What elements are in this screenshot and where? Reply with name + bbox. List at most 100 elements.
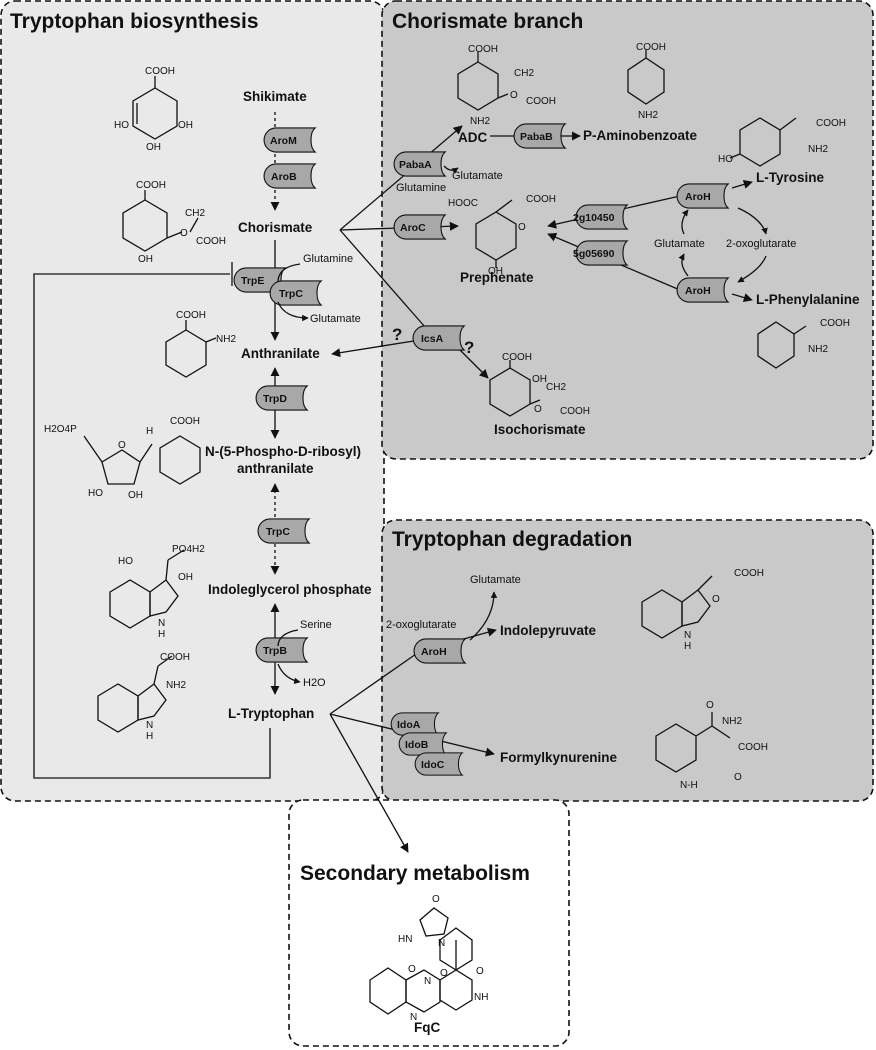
svg-text:COOH: COOH — [170, 416, 200, 427]
aroh-to-phenylalanine — [731, 293, 753, 303]
glutamine-trpe: Glutamine — [303, 253, 353, 265]
degradation-title: Tryptophan degradation — [392, 528, 632, 551]
cycle-curve-2 — [681, 209, 689, 235]
svg-text:COOH: COOH — [145, 66, 175, 77]
trpc-enzyme: TrpC — [269, 280, 322, 306]
svg-text:N-H: N-H — [680, 780, 698, 791]
trpd-label: TrpD — [263, 393, 287, 405]
svg-text:COOH: COOH — [816, 118, 846, 129]
trpc-label: TrpC — [279, 288, 303, 300]
chorismate-to-icsa — [339, 229, 433, 336]
question-mark-1: ? — [392, 325, 402, 344]
aroh-bottom-label: AroH — [685, 285, 711, 297]
svg-text:OH: OH — [146, 142, 161, 153]
svg-text:COOH: COOH — [560, 406, 590, 417]
svg-text:HO: HO — [718, 154, 733, 165]
adc-label: ADC — [458, 130, 487, 145]
prpa-structure: H2O4P O H COOH HO OH — [44, 416, 201, 501]
aroc-enzyme: AroC — [393, 214, 446, 240]
idoc-label: IdoC — [421, 759, 445, 771]
aroh-deg-label: AroH — [421, 646, 447, 658]
cycle-curve-1 — [737, 207, 768, 235]
svg-text:O: O — [118, 440, 126, 451]
idoa-enzyme: IdoA — [390, 712, 439, 736]
cycle-curve-4 — [678, 253, 689, 277]
trpb-label: TrpB — [263, 645, 287, 657]
svg-text:H: H — [158, 629, 165, 640]
cycle-curve-3 — [737, 255, 767, 283]
glutamate-trpc: Glutamate — [310, 313, 361, 325]
svg-text:N: N — [410, 1012, 417, 1023]
trpe-enzyme: TrpE — [233, 267, 286, 293]
phenylalanine-structure: COOH NH2 — [757, 318, 850, 369]
svg-text:NH2: NH2 — [166, 680, 186, 691]
svg-text:HO: HO — [88, 488, 103, 499]
indolepyruvate-label: Indolepyruvate — [500, 623, 597, 638]
aroh-to-indolepyruvate — [459, 627, 497, 641]
svg-text:OH: OH — [178, 572, 193, 583]
svg-text:H2O4P: H2O4P — [44, 424, 77, 435]
shikimate-structure: COOH HO OH OH — [114, 66, 193, 153]
svg-text:NH2: NH2 — [808, 144, 828, 155]
arob-label: AroB — [271, 171, 297, 183]
svg-text:CH2: CH2 — [514, 68, 534, 79]
glutamate-out-curve — [277, 301, 309, 322]
svg-text:O: O — [476, 966, 484, 977]
tyrosine-structure: COOH NH2 HO — [718, 117, 846, 167]
svg-text:CH2: CH2 — [185, 208, 205, 219]
idob-label: IdoB — [405, 739, 429, 751]
svg-text:O: O — [510, 90, 518, 101]
glutamine-in-curve — [277, 263, 301, 283]
svg-text:COOH: COOH — [160, 652, 190, 663]
serine-label: Serine — [300, 619, 332, 631]
pabaa-enzyme: PabaA — [393, 151, 446, 177]
trpc2-enzyme: TrpC — [257, 518, 310, 544]
chorismate-to-adc — [339, 125, 463, 231]
svg-text:H: H — [146, 426, 153, 437]
svg-text:COOH: COOH — [636, 42, 666, 53]
svg-text:OH: OH — [138, 254, 153, 265]
svg-text:O: O — [706, 700, 714, 711]
svg-text:HN: HN — [398, 934, 412, 945]
svg-text:O: O — [408, 964, 416, 975]
degradation-panel — [381, 519, 874, 802]
svg-text:NH2: NH2 — [470, 116, 490, 127]
svg-text:NH2: NH2 — [808, 344, 828, 355]
glutamate-paba: Glutamate — [452, 170, 503, 182]
svg-text:COOH: COOH — [526, 194, 556, 205]
water-label: H2O — [303, 677, 326, 689]
trpc2-label: TrpC — [266, 526, 290, 538]
indolepyruvate-structure: COOH O N H — [641, 568, 764, 652]
svg-text:O: O — [180, 228, 188, 239]
aroh-top-label: AroH — [685, 191, 711, 203]
svg-text:HO: HO — [118, 556, 133, 567]
anthranilate-structure: COOH NH2 — [165, 310, 236, 378]
svg-text:H: H — [684, 641, 691, 652]
chorismate-title: Chorismate branch — [392, 10, 583, 33]
svg-text:HO: HO — [114, 120, 129, 131]
fqc-label: FqC — [414, 1020, 440, 1035]
svg-text:COOH: COOH — [820, 318, 850, 329]
g10450-label: 2g10450 — [573, 212, 615, 224]
paba-label: P-Aminobenzoate — [583, 128, 697, 143]
arom-enzyme: AroM — [263, 127, 316, 153]
svg-text:COOH: COOH — [734, 568, 764, 579]
svg-text:PO4H2: PO4H2 — [172, 544, 205, 555]
chorismate-panel — [381, 0, 874, 460]
aroh-glutamate: Glutamate — [654, 238, 705, 250]
svg-text:O: O — [432, 894, 440, 905]
svg-text:N: N — [438, 938, 445, 949]
svg-text:O: O — [518, 222, 526, 233]
trp-to-aroh-deg — [329, 653, 417, 715]
igp-structure: PO4H2 HO OH N H — [109, 544, 205, 640]
svg-text:CH2: CH2 — [546, 382, 566, 393]
aroh-deg-enzyme: AroH — [413, 638, 466, 664]
svg-text:OH: OH — [178, 120, 193, 131]
icsa-to-anthranilate — [331, 339, 421, 358]
deg-oxoglutarate: 2-oxoglutarate — [386, 619, 456, 631]
trpe-label: TrpE — [241, 275, 264, 287]
svg-text:OH: OH — [128, 490, 143, 501]
isochorismate-label: Isochorismate — [494, 422, 586, 437]
prephenate-structure: HOOC COOH O OH — [448, 194, 556, 277]
trp-label: L-Tryptophan — [228, 706, 314, 721]
